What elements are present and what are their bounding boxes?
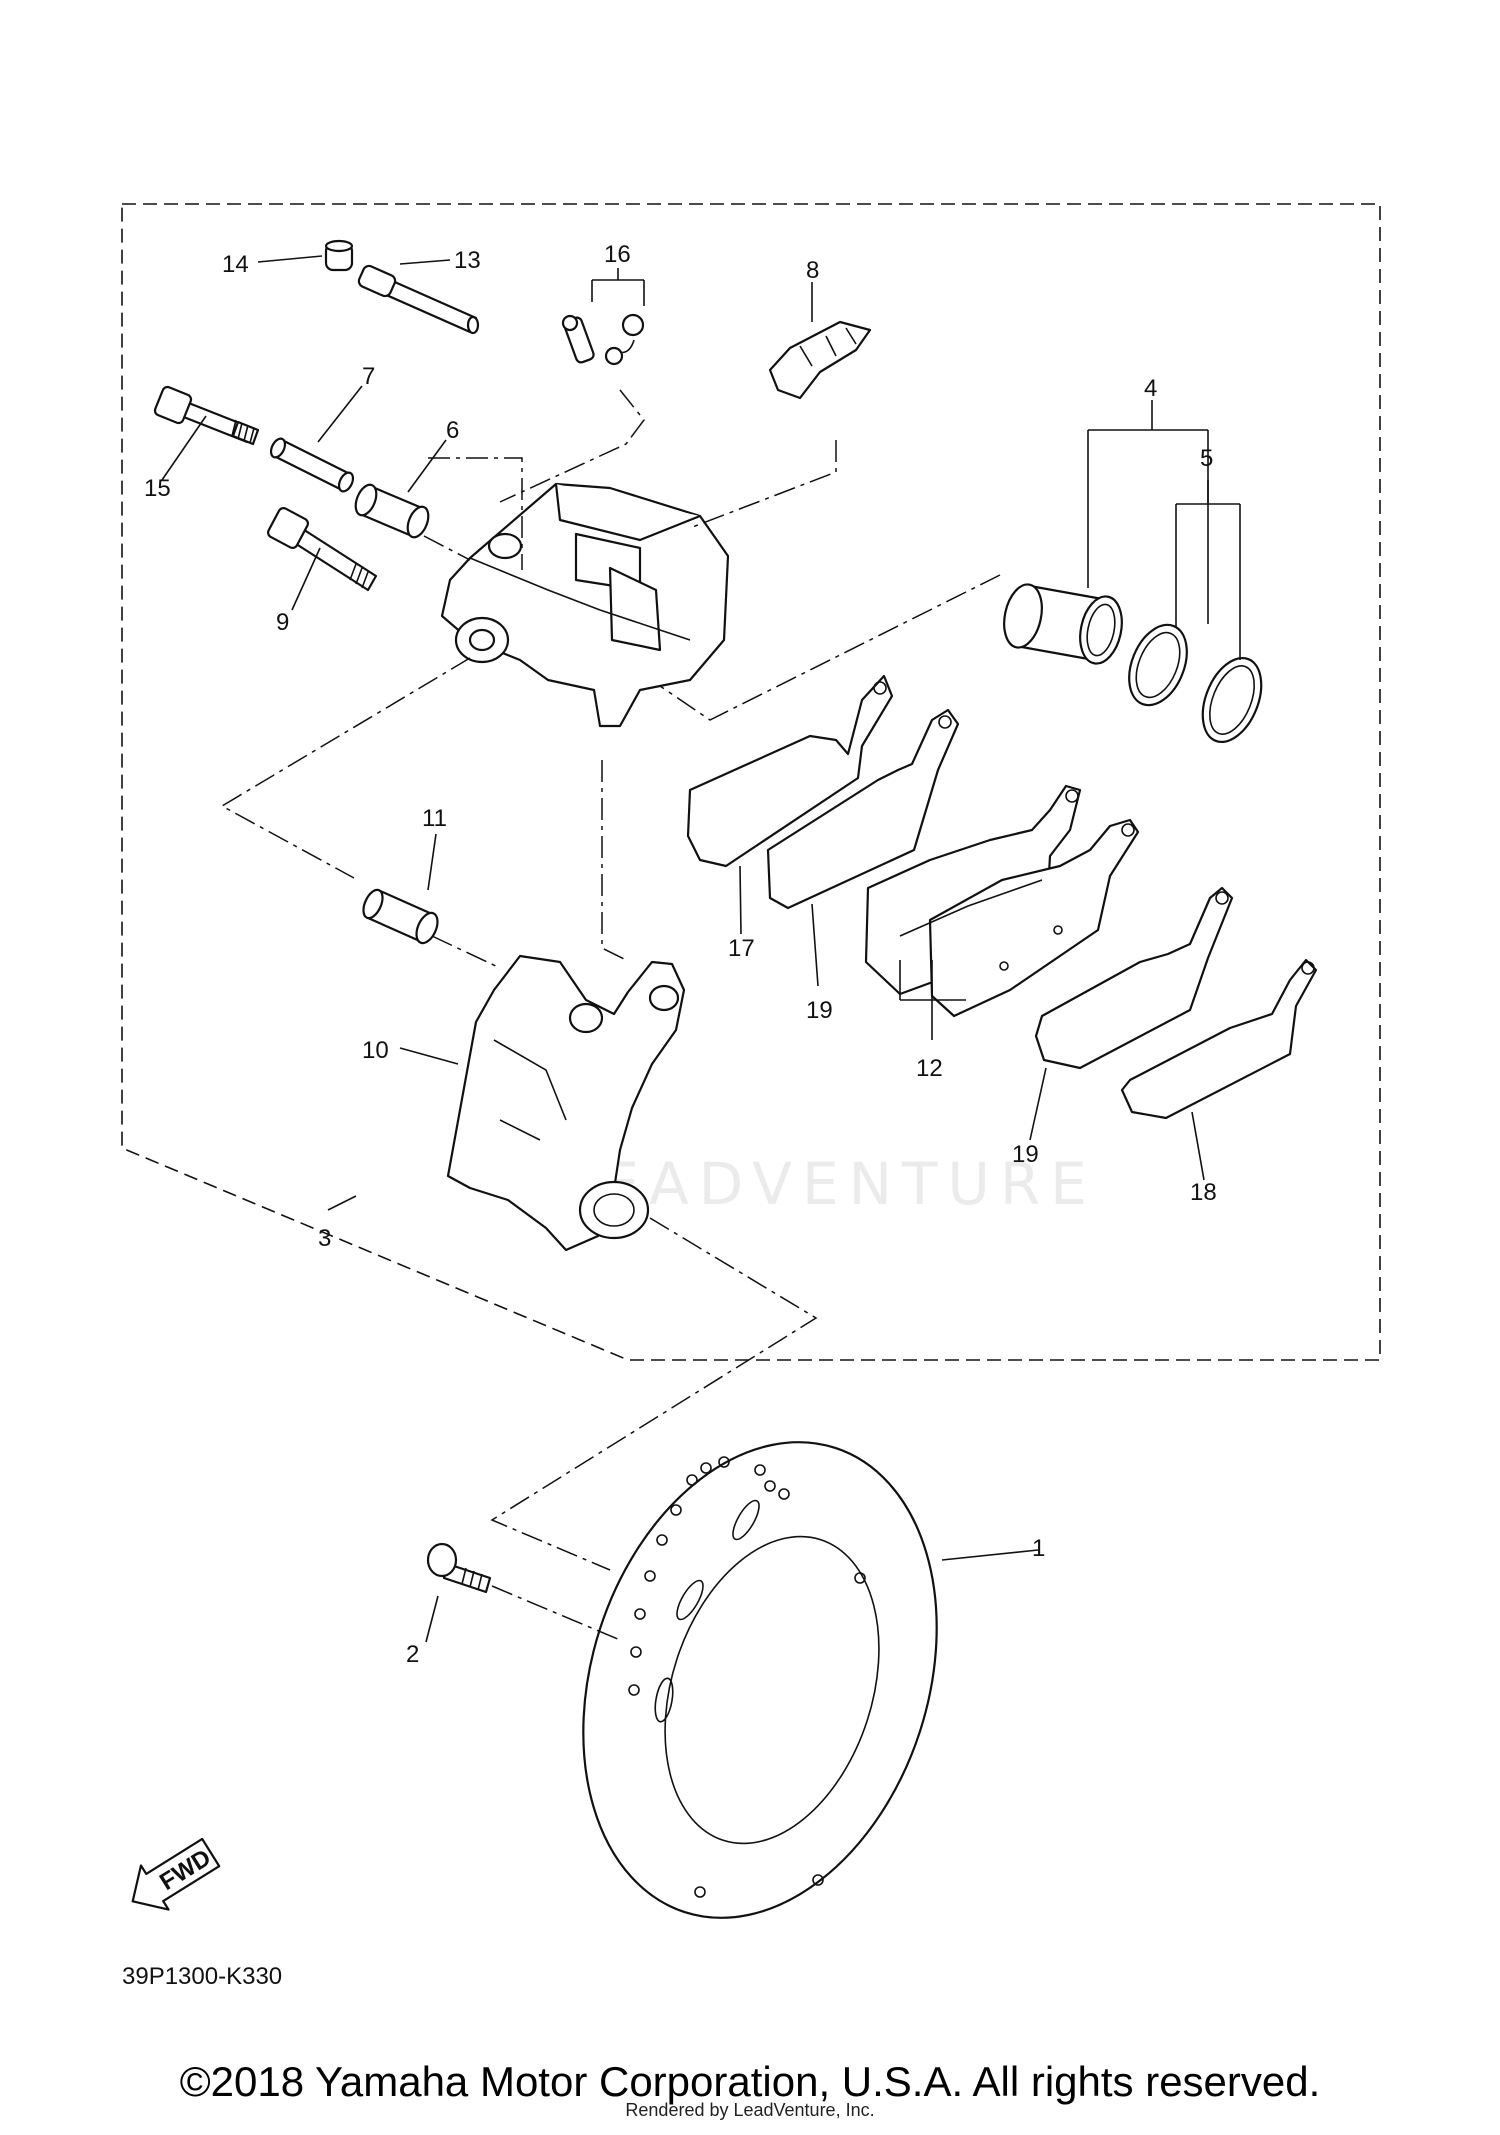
part-18-shim[interactable] — [1120, 958, 1318, 1120]
callout-19-upper: 19 — [806, 997, 833, 1024]
part-19-shim-lower[interactable] — [1034, 886, 1234, 1070]
part-4-piston[interactable] — [999, 581, 1128, 667]
copyright-notice: ©2018 Yamaha Motor Corporation, U.S.A. A… — [179, 2058, 1321, 2105]
callout-19-lower: 19 — [1012, 1141, 1039, 1168]
part-19-shim-upper[interactable] — [766, 708, 960, 910]
callout-18: 18 — [1190, 1179, 1217, 1206]
callout-7: 7 — [362, 363, 375, 390]
part-10-caliper-bracket[interactable] — [446, 954, 686, 1252]
part-8-pad-spring[interactable] — [768, 320, 872, 400]
callout-14: 14 — [222, 251, 249, 278]
diagram-code: 39P1300-K330 — [122, 1963, 282, 1990]
assembly-lines — [220, 389, 1001, 1641]
callout-1: 1 — [1032, 1535, 1045, 1562]
callout-17: 17 — [728, 935, 755, 962]
part-17-shim[interactable] — [686, 674, 894, 868]
callout-labels: 14 13 16 8 7 6 15 9 4 5 11 17 19 12 10 1… — [144, 241, 1217, 1668]
callout-2: 2 — [406, 1641, 419, 1668]
part-1-brake-disc[interactable] — [525, 1396, 995, 1964]
callout-9: 9 — [276, 609, 289, 636]
callout-6: 6 — [446, 417, 459, 444]
callout-10: 10 — [362, 1037, 389, 1064]
part-7-pin[interactable] — [268, 436, 356, 493]
part-15-bolt[interactable] — [153, 385, 260, 446]
part-5-seals[interactable] — [1118, 616, 1272, 750]
part-16-bleed-screw[interactable] — [561, 313, 645, 366]
part-9-bolt[interactable] — [266, 506, 378, 592]
callout-11: 11 — [422, 805, 447, 832]
part-11-boot[interactable] — [360, 887, 442, 946]
part-2-disc-bolt[interactable] — [426, 1542, 492, 1594]
part-14-cap[interactable] — [324, 239, 354, 272]
callout-15: 15 — [144, 475, 171, 502]
caliper-assembly-boundary — [121, 203, 1381, 1361]
callout-13: 13 — [454, 247, 481, 274]
fwd-arrow-icon: FWD — [131, 1837, 221, 1911]
callout-8: 8 — [806, 257, 819, 284]
rendered-by-credit: Rendered by LeadVenture, Inc. — [625, 2100, 875, 2120]
callout-5: 5 — [1200, 445, 1213, 472]
callout-12: 12 — [916, 1055, 943, 1082]
callout-16: 16 — [604, 241, 631, 268]
part-13-pad-pin[interactable] — [357, 264, 480, 335]
callout-3: 3 — [318, 1225, 331, 1252]
caliper-body[interactable] — [440, 482, 730, 728]
part-6-bushing[interactable] — [352, 482, 433, 540]
leader-lines — [161, 255, 1241, 1643]
part-12-brake-pads[interactable] — [864, 784, 1140, 1018]
callout-4: 4 — [1144, 375, 1157, 402]
